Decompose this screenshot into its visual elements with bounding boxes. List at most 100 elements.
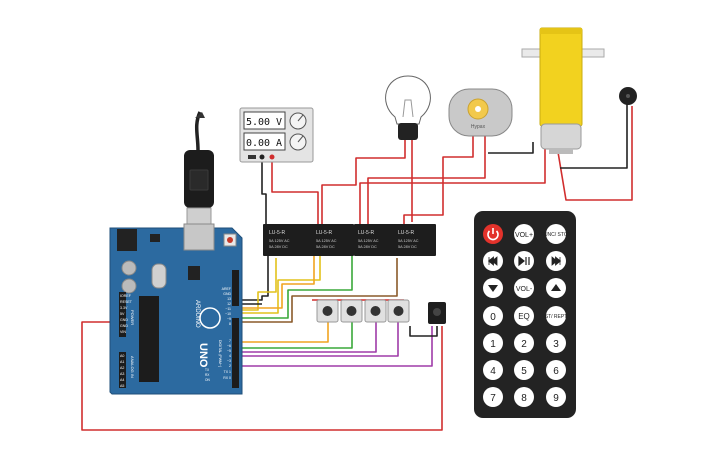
next-button[interactable] xyxy=(546,251,566,271)
svg-text:TX 1: TX 1 xyxy=(224,370,231,374)
gear-motor[interactable] xyxy=(521,27,605,154)
relay-spec: 5A 125V AC xyxy=(398,239,419,243)
digit-button-4[interactable]: 4 xyxy=(483,360,503,380)
relay-3[interactable]: LU-5-R 5A 125V AC 5A 28V DC xyxy=(354,224,400,256)
wire-ir-red[interactable] xyxy=(81,321,443,431)
svg-text:GND: GND xyxy=(223,292,231,296)
vol-down-button[interactable]: VOL- xyxy=(514,278,534,298)
svg-text:GND: GND xyxy=(120,318,128,322)
svg-text:IOREF: IOREF xyxy=(120,294,132,298)
wire-button4-purple[interactable] xyxy=(240,322,399,357)
ir-receiver[interactable] xyxy=(428,302,446,324)
up-button[interactable] xyxy=(546,278,566,298)
wire-relay-orange[interactable] xyxy=(240,256,315,309)
power-supply[interactable]: 5.00 V 0.00 A xyxy=(239,107,314,163)
svg-text:A2: A2 xyxy=(120,366,124,370)
arduino-uno[interactable]: ARDUINO UNO POWER IOREF RESET 3.3V 5V GN… xyxy=(109,223,243,395)
svg-text:RX 0: RX 0 xyxy=(223,376,231,380)
wire-buzzer-red[interactable] xyxy=(555,106,633,201)
wire-relay1-yellow[interactable] xyxy=(240,258,277,311)
digit-button-1[interactable]: 1 xyxy=(483,333,503,353)
play-pause-button[interactable] xyxy=(514,251,534,271)
digit-button-5[interactable]: 5 xyxy=(514,360,534,380)
prev-button[interactable] xyxy=(483,251,503,271)
svg-text:ST/ REPT: ST/ REPT xyxy=(545,314,568,320)
push-button-1[interactable] xyxy=(316,299,339,323)
wire-ir-purple[interactable] xyxy=(240,326,433,367)
svg-text:EQ: EQ xyxy=(518,312,530,321)
svg-text:L: L xyxy=(205,363,207,367)
relay-4[interactable]: LU-5-R 5A 125V AC 5A 28V DC xyxy=(394,224,436,256)
wire-button3-purple[interactable] xyxy=(240,322,377,353)
wire-buzzer-black[interactable] xyxy=(560,104,628,169)
supply-terminal-positive[interactable] xyxy=(269,154,275,160)
push-button-4[interactable] xyxy=(387,299,410,323)
digit-button-7[interactable]: 7 xyxy=(483,387,503,407)
arduino-board xyxy=(109,227,243,395)
dc-motor[interactable]: Hypax xyxy=(448,88,513,137)
func-stop-button[interactable]: FUNC/ STOP xyxy=(541,224,572,244)
arduino-digital-bottom-labels: 7 ~6 ~5 4 ~3 2 TX 1 RX 0 xyxy=(223,339,231,380)
svg-text:7: 7 xyxy=(490,393,496,404)
wire-bulb-a[interactable] xyxy=(321,140,406,230)
wire-dcmotor-b[interactable] xyxy=(367,134,486,226)
current-display xyxy=(243,132,286,151)
svg-text:A5: A5 xyxy=(120,384,124,388)
svg-text:1: 1 xyxy=(490,339,496,350)
svg-text:5: 5 xyxy=(521,366,527,377)
svg-text:6: 6 xyxy=(553,366,559,377)
wire-relay1-black[interactable] xyxy=(240,256,269,301)
svg-text:RESET: RESET xyxy=(120,300,133,304)
digit-button-3[interactable]: 3 xyxy=(546,333,566,353)
svg-text:3.3V: 3.3V xyxy=(120,306,128,310)
digit-button-8[interactable]: 8 xyxy=(514,387,534,407)
svg-text:~9: ~9 xyxy=(227,317,231,321)
wire-gearmotor-b[interactable] xyxy=(359,140,546,226)
digit-button-9[interactable]: 9 xyxy=(546,387,566,407)
wire-relay2-yellow[interactable] xyxy=(240,256,321,314)
gear-motor-body xyxy=(539,27,583,127)
wire-supply-positive[interactable] xyxy=(271,157,319,230)
wire-supply-negative[interactable] xyxy=(261,157,267,232)
push-button-3[interactable] xyxy=(364,299,387,323)
svg-text:A1: A1 xyxy=(120,360,124,364)
digit-button-6[interactable]: 6 xyxy=(546,360,566,380)
wire-button1-orange[interactable] xyxy=(240,322,329,343)
svg-text:8: 8 xyxy=(229,322,231,326)
svg-text:VIN: VIN xyxy=(120,330,126,334)
supply-terminal-negative[interactable] xyxy=(259,154,265,160)
down-button[interactable] xyxy=(483,278,503,298)
arduino-usb-port xyxy=(183,223,215,251)
arduino-digital-title: DIGITAL (PWM~) xyxy=(218,340,222,367)
vol-down-label: VOL- xyxy=(516,286,533,293)
relay-spec: 5A 28V DC xyxy=(316,245,335,249)
push-button-2[interactable] xyxy=(340,299,363,323)
wire-dcmotor-a[interactable] xyxy=(403,134,474,228)
power-button[interactable] xyxy=(483,224,503,244)
wire-ir-black[interactable] xyxy=(409,326,438,337)
light-bulb[interactable] xyxy=(385,75,431,140)
relay-1[interactable]: LU-5-R 5A 125V AC 5A 28V DC xyxy=(263,224,318,256)
eq-button[interactable]: EQ xyxy=(514,306,534,326)
arduino-led-labels: L TX RX ON xyxy=(205,363,210,382)
svg-text:~5: ~5 xyxy=(227,349,231,353)
digit-button-2[interactable]: 2 xyxy=(514,333,534,353)
buzzer[interactable] xyxy=(619,87,637,105)
wire-relay4-brown[interactable] xyxy=(240,258,398,323)
wire-button2-green[interactable] xyxy=(240,322,353,349)
svg-text:~10: ~10 xyxy=(225,312,231,316)
usb-cable[interactable] xyxy=(184,111,214,241)
arduino-logo xyxy=(199,307,221,329)
arduino-digital-top-labels: AREF GND 13 12 ~11 ~10 ~9 8 xyxy=(222,287,232,326)
vol-up-button[interactable]: VOL+ xyxy=(514,224,534,244)
zero-button[interactable]: 0 xyxy=(483,306,503,326)
arduino-board-name: ARDUINO xyxy=(194,300,200,328)
svg-text:A3: A3 xyxy=(120,372,124,376)
relay-2[interactable]: LU-5-R 5A 125V AC 5A 28V DC xyxy=(312,224,354,256)
wire-gearmotor-a[interactable] xyxy=(488,142,534,154)
current-readout: 0.00 A xyxy=(246,138,282,149)
gear-motor-can xyxy=(540,123,582,150)
st-rept-button[interactable]: ST/ REPT xyxy=(545,306,568,326)
wire-relay3-green[interactable] xyxy=(240,256,353,319)
svg-text:8: 8 xyxy=(521,393,527,404)
